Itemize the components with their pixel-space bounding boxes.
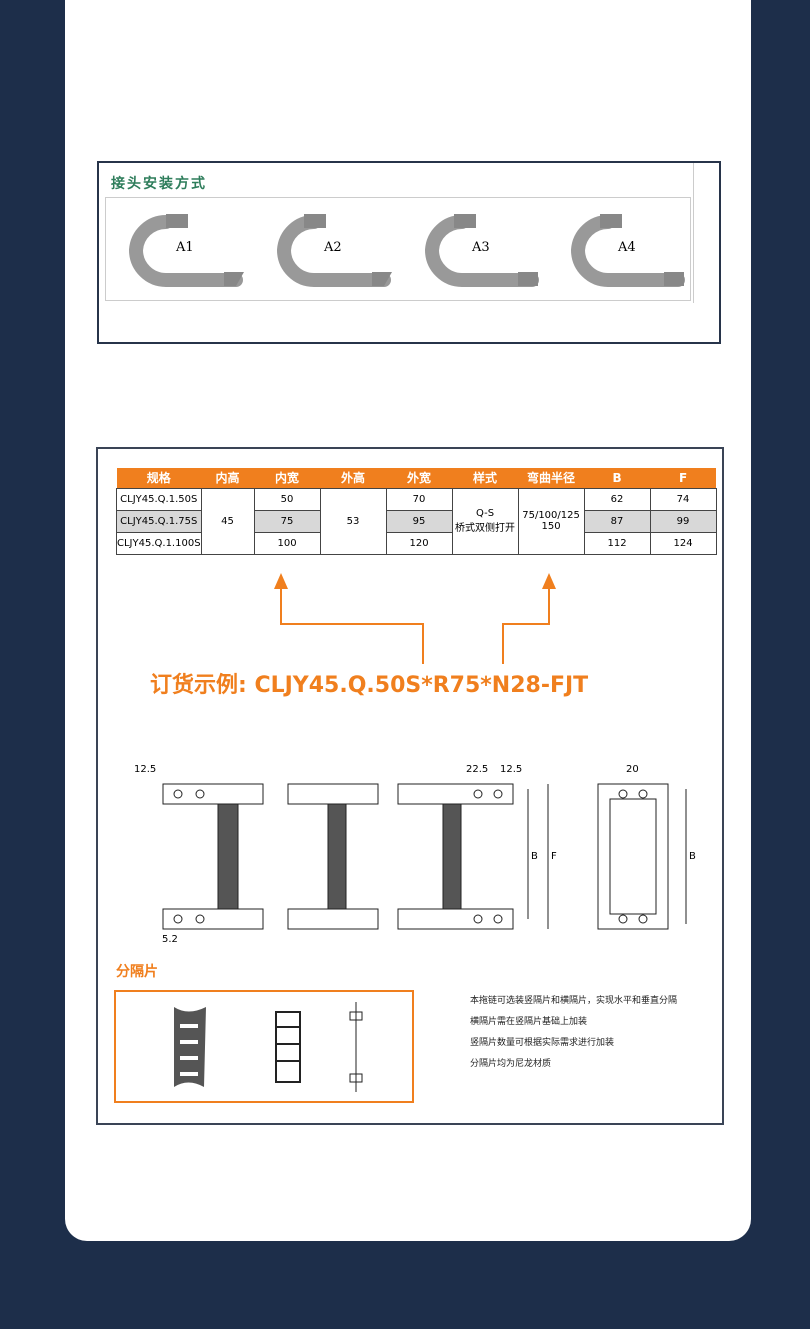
radius-line1: 75/100/125 — [522, 510, 580, 521]
th-inner-height: 内高 — [201, 468, 255, 488]
arrows — [274, 573, 556, 664]
label-a3: A3 — [472, 240, 490, 255]
dim-20: 20 — [626, 764, 639, 775]
note: 本拖链可选装竖隔片和横隔片，实现水平和垂直分隔 — [470, 996, 678, 1006]
th-model: 规格 — [116, 468, 202, 488]
dim-f: F — [551, 851, 557, 862]
separator-drawings — [174, 1002, 363, 1092]
th-outer-width: 外宽 — [386, 468, 453, 488]
cell-inner-height: 45 — [200, 487, 255, 555]
dim-b: B — [531, 851, 538, 862]
chain-diagram-a1: A1 — [116, 210, 246, 295]
th-outer-height: 外高 — [320, 468, 387, 488]
cell-inner-width: 100 — [253, 531, 321, 555]
th-b: B — [584, 468, 651, 488]
spec-table: 规格 内高 内宽 外高 外宽 样式 弯曲半径 B F CLJY45.Q.1.50… — [116, 468, 717, 555]
label-a4: A4 — [618, 240, 636, 255]
dim-b-side: B — [689, 851, 696, 862]
th-radius: 弯曲半径 — [518, 468, 585, 488]
th-f: F — [650, 468, 717, 488]
chain-diagram-a2: A2 — [264, 210, 394, 295]
dim-5-2: 5.2 — [162, 934, 178, 945]
cell-outer-width: 120 — [385, 531, 453, 555]
style-line2: 桥式双侧打开 — [455, 523, 516, 534]
divider — [693, 163, 694, 303]
dim-22-5: 22.5 — [466, 764, 488, 775]
table-row: CLJY45.Q.1.75S 75 95 87 99 — [116, 509, 717, 533]
cell-model: CLJY45.Q.1.75S — [116, 509, 202, 533]
label-a2: A2 — [324, 240, 342, 255]
cell-model: CLJY45.Q.1.100S — [116, 531, 202, 555]
cell-inner-width: 75 — [253, 509, 321, 533]
style-line1: Q-S — [475, 508, 495, 519]
note: 分隔片均为尼龙材质 — [470, 1059, 552, 1069]
chain-diagram-a4: A4 — [558, 210, 688, 295]
install-diagrams: A1 A2 A3 A4 — [105, 197, 691, 301]
install-title: 接头安装方式 — [111, 176, 207, 192]
cell-outer-width: 95 — [385, 509, 453, 533]
cell-style: Q-S 桥式双侧打开 — [451, 487, 519, 555]
note: 竖隔片数量可根据实际需求进行加装 — [470, 1038, 615, 1048]
separator-title: 分隔片 — [116, 964, 158, 980]
dim-12-5-right: 12.5 — [500, 764, 522, 775]
th-style: 样式 — [452, 468, 519, 488]
label-a1: A1 — [176, 240, 194, 255]
note: 横隔片需在竖隔片基础上加装 — [470, 1017, 588, 1027]
chain-diagram-a3: A3 — [412, 210, 542, 295]
th-inner-width: 内宽 — [254, 468, 321, 488]
cell-f: 124 — [649, 531, 717, 555]
cell-f: 99 — [649, 509, 717, 533]
order-example: 订货示例: CLJY45.Q.50S*R75*N28-FJT — [150, 673, 589, 698]
separator-notes: 本拖链可选装竖隔片和横隔片，实现水平和垂直分隔 横隔片需在竖隔片基础上加装 竖隔… — [470, 991, 677, 1075]
spec-panel: 规格 内高 内宽 外高 外宽 样式 弯曲半径 B F CLJY45.Q.1.50… — [96, 447, 724, 1125]
install-panel: 接头安装方式 A1 A2 A3 A4 — [97, 161, 721, 344]
cell-b: 87 — [583, 509, 651, 533]
dimension-drawings: 12.5 5.2 22.5 12.5 20 B F B — [134, 764, 696, 945]
table-row: CLJY45.Q.1.100S 100 120 112 124 — [116, 531, 717, 555]
dim-12-5-left: 12.5 — [134, 764, 156, 775]
separator-images — [114, 990, 414, 1103]
radius-line2: 150 — [541, 521, 561, 532]
